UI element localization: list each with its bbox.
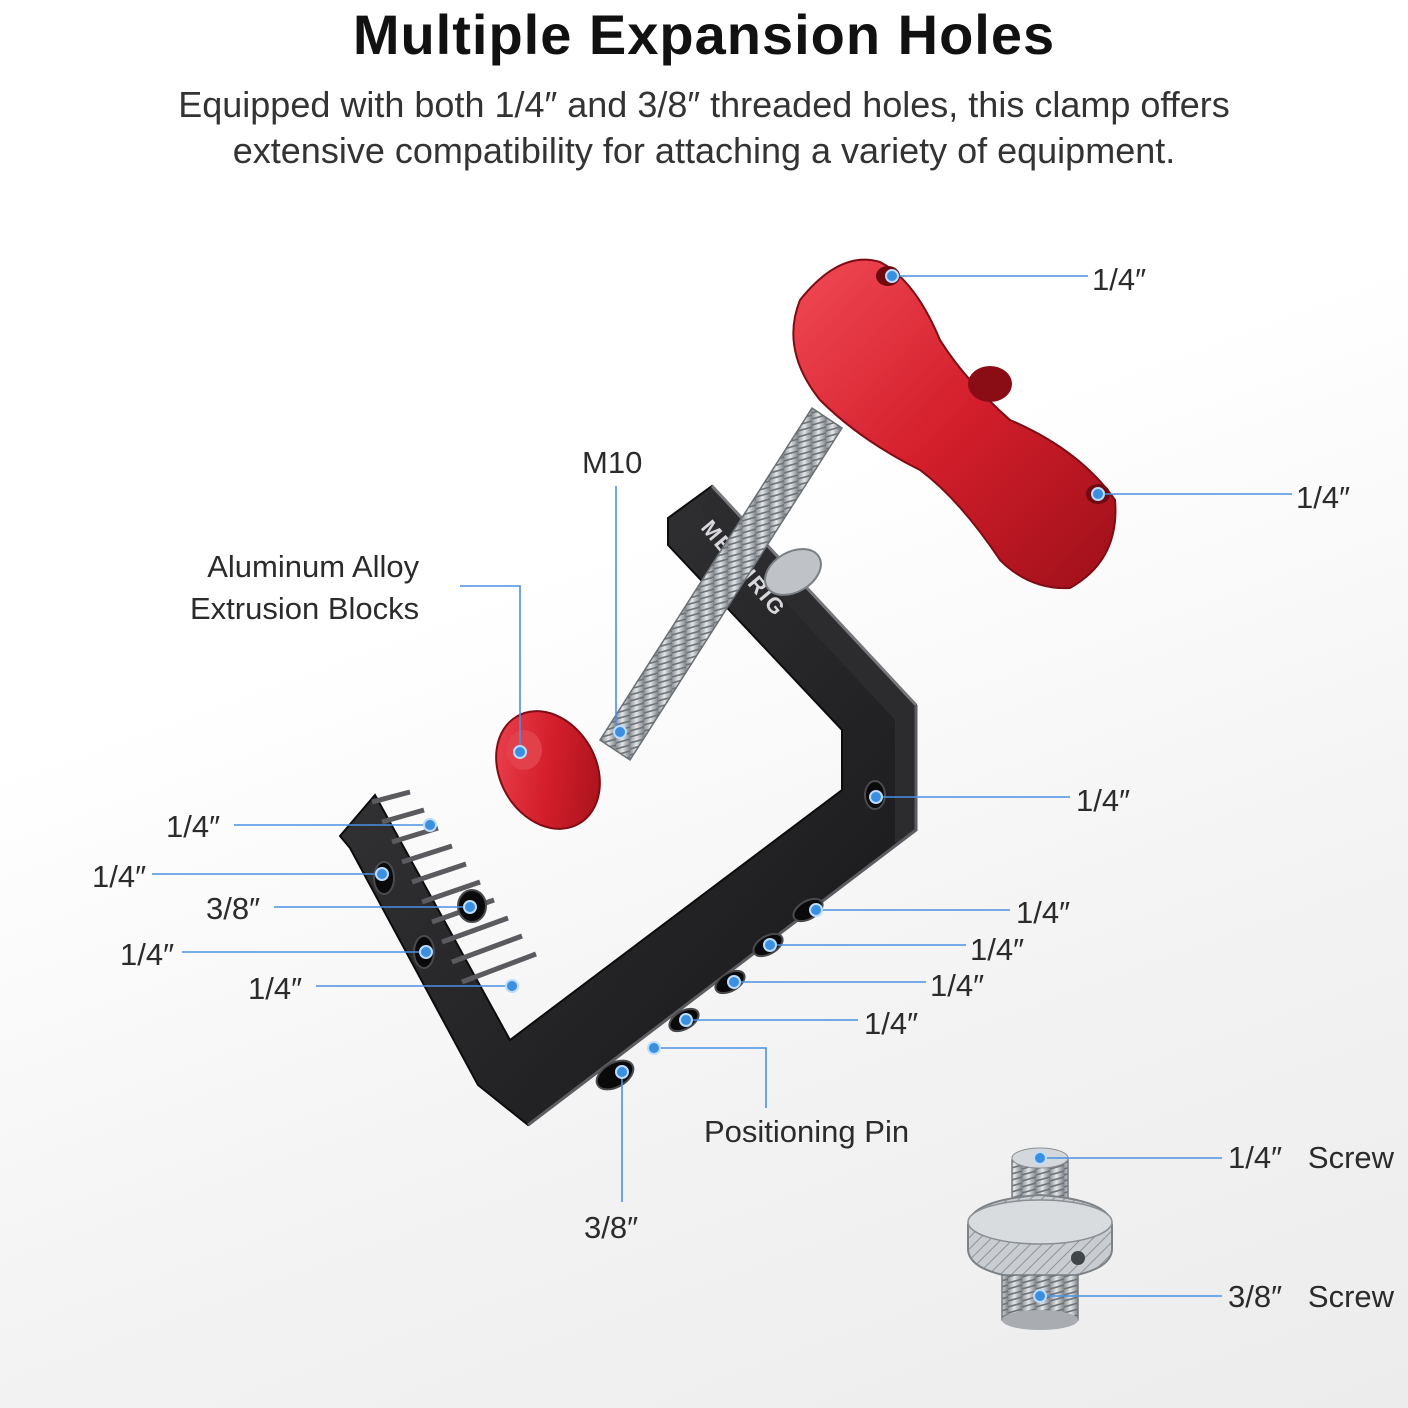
t-handle-knob [792, 258, 1117, 590]
label-side-hole: 1/4″ [1076, 783, 1131, 818]
label-jaw-4: 1/4″ [120, 937, 175, 972]
dot-arm-4 [679, 1013, 693, 1027]
label-screw-bottom: 3/8″ Screw [1228, 1279, 1395, 1314]
label-arm-4: 1/4″ [864, 1006, 919, 1041]
label-knob-top: 1/4″ [1092, 262, 1147, 297]
dot-jaw-2 [375, 867, 389, 881]
dot-knob-top [885, 269, 899, 283]
dot-bottom-hole [615, 1065, 629, 1079]
label-arm-2: 1/4″ [970, 932, 1025, 967]
dot-pin [647, 1041, 661, 1055]
clamp-pad [495, 710, 601, 830]
label-extrusion-blocks: Aluminum Alloy Extrusion Blocks [190, 546, 419, 630]
blocks-line-2: Extrusion Blocks [190, 591, 420, 626]
label-thread-m10: M10 [582, 445, 643, 480]
label-jaw-3: 3/8″ [206, 891, 261, 926]
label-jaw-5: 1/4″ [248, 971, 303, 1006]
label-knob-right: 1/4″ [1296, 480, 1351, 515]
page-subtitle: Equipped with both 1/4″ and 3/8″ threade… [0, 82, 1408, 174]
blocks-line-1: Aluminum Alloy [207, 549, 420, 584]
dot-screw-bottom [1033, 1289, 1047, 1303]
callout-dots [375, 269, 1105, 1303]
dot-jaw-3 [463, 900, 477, 914]
dot-arm-1 [809, 903, 823, 917]
dot-side-hole [869, 790, 883, 804]
page-title: Multiple Expansion Holes [352, 3, 1056, 66]
dot-blocks [513, 745, 527, 759]
dot-knob-right [1091, 487, 1105, 501]
clamp-body: MECHRIG [338, 484, 918, 1127]
threaded-rod [598, 406, 844, 762]
dot-thread [613, 725, 627, 739]
label-bottom-hole: 3/8″ [584, 1210, 639, 1245]
label-arm-3: 1/4″ [930, 968, 985, 1003]
callout-lines [152, 275, 1292, 1297]
subtitle-line-1: Equipped with both 1/4″ and 3/8″ threade… [178, 84, 1230, 125]
dot-jaw-5 [505, 979, 519, 993]
dot-screw-top [1033, 1151, 1047, 1165]
adapter-screw [967, 1147, 1113, 1330]
label-arm-1: 1/4″ [1016, 895, 1071, 930]
dot-arm-3 [727, 975, 741, 989]
label-positioning-pin: Positioning Pin [704, 1114, 910, 1149]
dot-arm-2 [763, 938, 777, 952]
label-screw-top: 1/4″ Screw [1228, 1140, 1395, 1175]
dot-jaw-4 [419, 945, 433, 959]
label-jaw-1: 1/4″ [166, 809, 221, 844]
subtitle-line-2: extensive compatibility for attaching a … [232, 130, 1176, 171]
jaw-teeth [371, 789, 537, 985]
label-jaw-2: 1/4″ [92, 859, 147, 894]
dot-jaw-1 [423, 818, 437, 832]
